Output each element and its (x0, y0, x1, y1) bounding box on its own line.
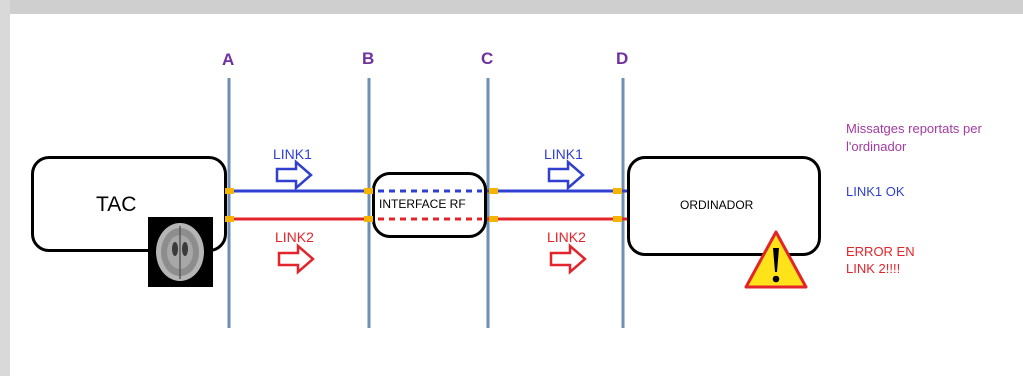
link2-arrow-right-icon (551, 246, 585, 272)
connector-d-link2 (613, 216, 622, 222)
tac-label: TAC (96, 193, 136, 217)
connector-a-link1 (225, 188, 234, 194)
message-link1-ok: LINK1 OK (846, 184, 905, 199)
ordinador-label: ORDINADOR (680, 198, 753, 212)
connector-a-link2 (225, 216, 234, 222)
link2-arrow-left-icon (279, 246, 313, 272)
message-error-line2: LINK 2!!!! (846, 261, 900, 276)
message-error-line1: ERROR EN (846, 244, 915, 259)
link1-arrow-right-icon (549, 162, 583, 188)
link2-label-right: LINK2 (547, 229, 586, 245)
interface-rf-label: INTERFACE RF (378, 197, 467, 211)
left-shadow-edge (0, 0, 10, 376)
link1-label-left: LINK1 (273, 146, 312, 162)
marker-b: B (362, 49, 374, 69)
connector-c-link1 (489, 188, 498, 194)
link2-label-left: LINK2 (275, 229, 314, 245)
connector-b-link1 (364, 188, 373, 194)
messages-title-line2: l'ordinador (846, 139, 906, 154)
marker-d: D (616, 49, 628, 69)
connector-d-link1 (613, 188, 622, 194)
connector-b-link2 (364, 216, 373, 222)
link1-label-right: LINK1 (544, 146, 583, 162)
link1-arrow-left-icon (277, 162, 311, 188)
top-shadow-edge (0, 0, 1023, 14)
marker-a: A (222, 50, 234, 70)
messages-title-line1: Missatges reportats per (846, 121, 982, 136)
marker-c: C (481, 49, 493, 69)
connector-c-link2 (489, 216, 498, 222)
